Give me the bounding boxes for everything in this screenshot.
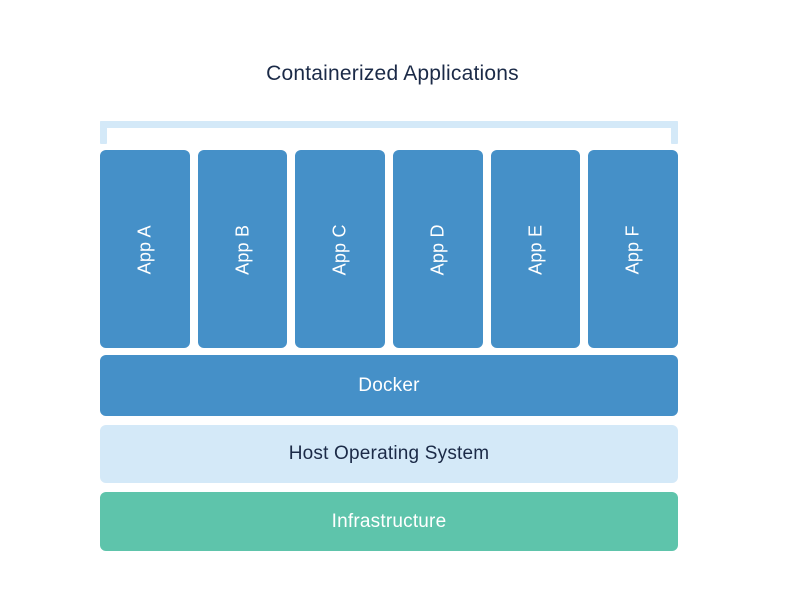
- app-box-label: App C: [329, 224, 350, 276]
- layer-infrastructure[interactable]: Infrastructure: [100, 492, 678, 551]
- app-box-label: App E: [525, 224, 546, 275]
- layer-host-operating-system[interactable]: Host Operating System: [100, 425, 678, 483]
- bracket-left-stub: [100, 121, 107, 144]
- containerized-applications-bracket: [100, 121, 678, 144]
- app-box-c[interactable]: App C: [295, 150, 386, 348]
- app-box-label: App F: [622, 225, 643, 275]
- app-box-d[interactable]: App D: [393, 150, 483, 348]
- bracket-top-bar: [100, 121, 678, 128]
- layer-docker[interactable]: Docker: [100, 355, 678, 416]
- app-box-e[interactable]: App E: [490, 150, 581, 348]
- app-box-label: App D: [427, 224, 448, 276]
- app-box-f[interactable]: App F: [588, 150, 679, 348]
- application-boxes-row: App A App B App C App D App E App F: [100, 150, 679, 348]
- page-title: Containerized Applications: [266, 62, 519, 85]
- app-box-label: App B: [232, 224, 252, 275]
- app-box-b[interactable]: App B: [197, 150, 288, 348]
- app-box-a[interactable]: App A: [100, 150, 190, 348]
- bracket-right-stub: [671, 121, 678, 144]
- app-box-label: App A: [134, 225, 155, 275]
